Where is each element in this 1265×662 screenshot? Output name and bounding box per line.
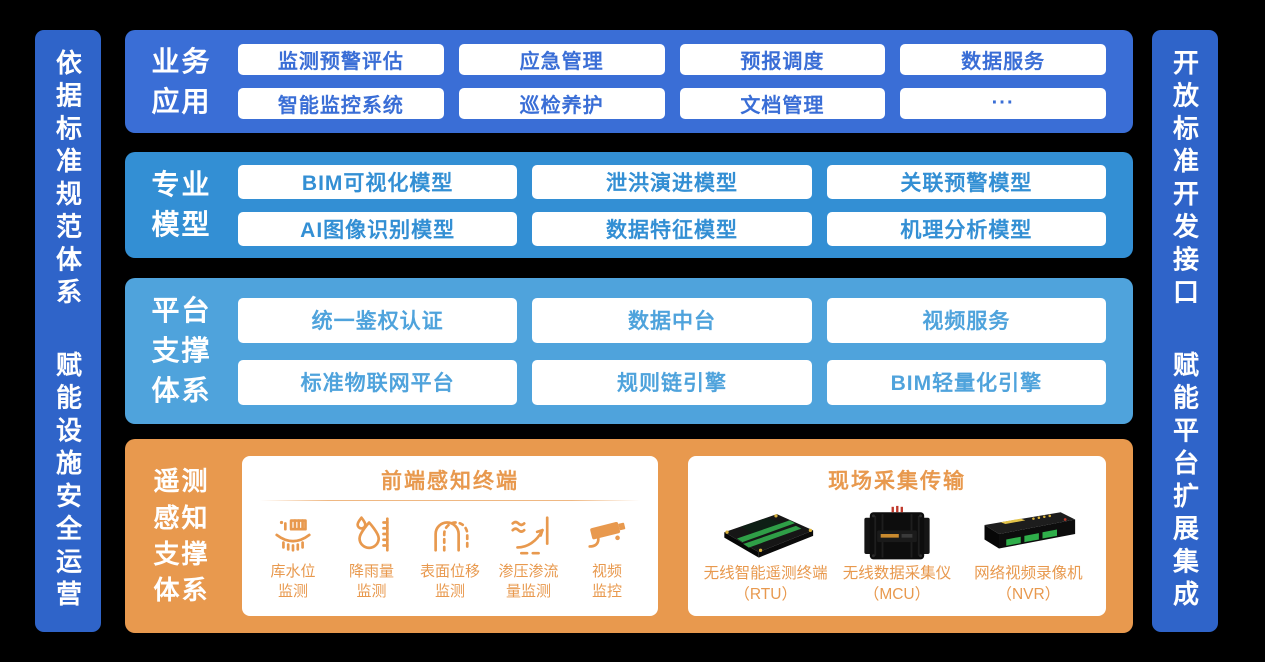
chip-intelligent-monitoring-system: 智能监控系统 — [238, 88, 444, 119]
telemetry-panels: 前端感知终端 — [242, 456, 1106, 616]
video-camera-icon — [588, 521, 626, 548]
chip-data-service: 数据服务 — [900, 44, 1106, 75]
chip-bim-visualization-model: BIM可视化模型 — [238, 164, 518, 199]
device-caption: 无线数据采集仪 （MCU） — [842, 565, 952, 604]
sensor-surface-displacement: 表面位移 监测 — [411, 511, 489, 603]
right-bar-text-top: 开放标准开发接口 — [1169, 48, 1200, 311]
chip-standard-iot-platform: 标准物联网平台 — [238, 359, 518, 405]
device-row: 无线智能遥测终端 （RTU） — [700, 500, 1094, 606]
collection-panel-title: 现场采集传输 — [828, 470, 966, 493]
sensor-seepage: 渗压渗流 量监测 — [490, 511, 568, 603]
sensor-caption: 表面位移 监测 — [419, 563, 480, 601]
chip-ai-image-recognition-model: AI图像识别模型 — [238, 211, 518, 246]
chip-unified-authentication: 统一鉴权认证 — [238, 297, 518, 343]
chip-forecast-dispatch: 预报调度 — [679, 44, 886, 75]
sensing-terminal-panel: 前端感知终端 — [242, 456, 658, 616]
chip-data-middle-platform: 数据中台 — [532, 297, 812, 343]
device-caption: 网络视频录像机 （NVR） — [974, 565, 1083, 604]
sensor-video: 视频 监控 — [568, 511, 646, 603]
chip-bim-lightweight-engine: BIM轻量化引擎 — [826, 359, 1106, 405]
device-caption: 无线智能遥测终端 （RTU） — [703, 565, 828, 604]
sensor-caption: 库水位 监测 — [270, 563, 316, 601]
sensor-caption: 渗压渗流 量监测 — [498, 563, 559, 601]
telemetry-sensing-row: 遥测 感知 支撑 体系 前端感知终端 — [125, 439, 1133, 633]
chip-document-management: 文档管理 — [679, 88, 886, 119]
center-stack: 业务 应用 监测预警评估 应急管理 预报调度 数据服务 智能监控系统 巡检养护 … — [125, 30, 1133, 633]
mcu-device-image — [864, 506, 930, 560]
sensor-row: 库水位 监测 — [254, 501, 646, 606]
platform-support-label: 平台 支撑 体系 — [151, 295, 212, 406]
rainfall-icon — [355, 516, 389, 552]
left-bar-text-bottom: 赋能设施安全运营 — [52, 351, 83, 614]
rtu-device-image — [723, 514, 813, 558]
chip-data-feature-model: 数据特征模型 — [532, 211, 812, 246]
sensor-rainfall: 降雨量 监测 — [333, 511, 411, 603]
chip-video-service: 视频服务 — [826, 297, 1106, 343]
right-bar-text-bottom: 赋能平台扩展集成 — [1169, 351, 1200, 614]
professional-model-row: 专业 模型 BIM可视化模型 泄洪演进模型 关联预警模型 AI图像识别模型 数据… — [125, 152, 1133, 258]
chip-mechanism-analysis-model: 机理分析模型 — [826, 211, 1106, 246]
sensing-panel-divider — [260, 500, 640, 501]
chip-monitoring-warning-assessment: 监测预警评估 — [238, 44, 444, 75]
chip-correlation-warning-model: 关联预警模型 — [826, 164, 1106, 199]
device-mcu: 无线数据采集仪 （MCU） — [831, 505, 962, 606]
telemetry-sensing-label: 遥测 感知 支撑 体系 — [153, 466, 210, 606]
right-open-api-bar: 开放标准开发接口 赋能平台扩展集成 — [1152, 30, 1218, 632]
chip-more-ellipsis: ··· — [900, 88, 1106, 119]
business-application-grid: 监测预警评估 应急管理 预报调度 数据服务 智能监控系统 巡检养护 文档管理 ·… — [238, 30, 1106, 133]
business-application-label: 业务 应用 — [151, 45, 212, 117]
business-application-row: 业务 应用 监测预警评估 应急管理 预报调度 数据服务 智能监控系统 巡检养护 … — [125, 30, 1133, 133]
left-standards-bar: 依据标准规范体系 赋能设施安全运营 — [35, 30, 101, 632]
reservoir-water-level-icon — [275, 519, 311, 552]
surface-displacement-icon — [434, 521, 469, 552]
nvr-device-image — [984, 512, 1076, 549]
sensor-reservoir-level: 库水位 监测 — [254, 511, 332, 603]
sensing-panel-title: 前端感知终端 — [381, 470, 519, 493]
sensor-caption: 视频 监控 — [591, 563, 622, 601]
chip-flood-discharge-model: 泄洪演进模型 — [532, 164, 812, 199]
device-rtu: 无线智能遥测终端 （RTU） — [700, 505, 831, 606]
platform-support-grid: 统一鉴权认证 数据中台 视频服务 标准物联网平台 规则链引擎 BIM轻量化引擎 — [238, 278, 1106, 424]
collection-transmission-panel: 现场采集传输 — [688, 456, 1106, 616]
chip-emergency-management: 应急管理 — [458, 44, 665, 75]
left-bar-text-top: 依据标准规范体系 — [52, 48, 83, 311]
sensor-caption: 降雨量 监测 — [348, 563, 394, 601]
chip-rule-chain-engine: 规则链引擎 — [532, 359, 812, 405]
professional-model-label: 专业 模型 — [151, 169, 212, 240]
professional-model-grid: BIM可视化模型 泄洪演进模型 关联预警模型 AI图像识别模型 数据特征模型 机… — [238, 152, 1106, 258]
device-nvr: 网络视频录像机 （NVR） — [963, 505, 1094, 606]
chip-inspection-maintenance: 巡检养护 — [458, 88, 665, 119]
seepage-icon — [510, 516, 549, 555]
platform-support-row: 平台 支撑 体系 统一鉴权认证 数据中台 视频服务 标准物联网平台 规则链引擎 … — [125, 278, 1133, 424]
